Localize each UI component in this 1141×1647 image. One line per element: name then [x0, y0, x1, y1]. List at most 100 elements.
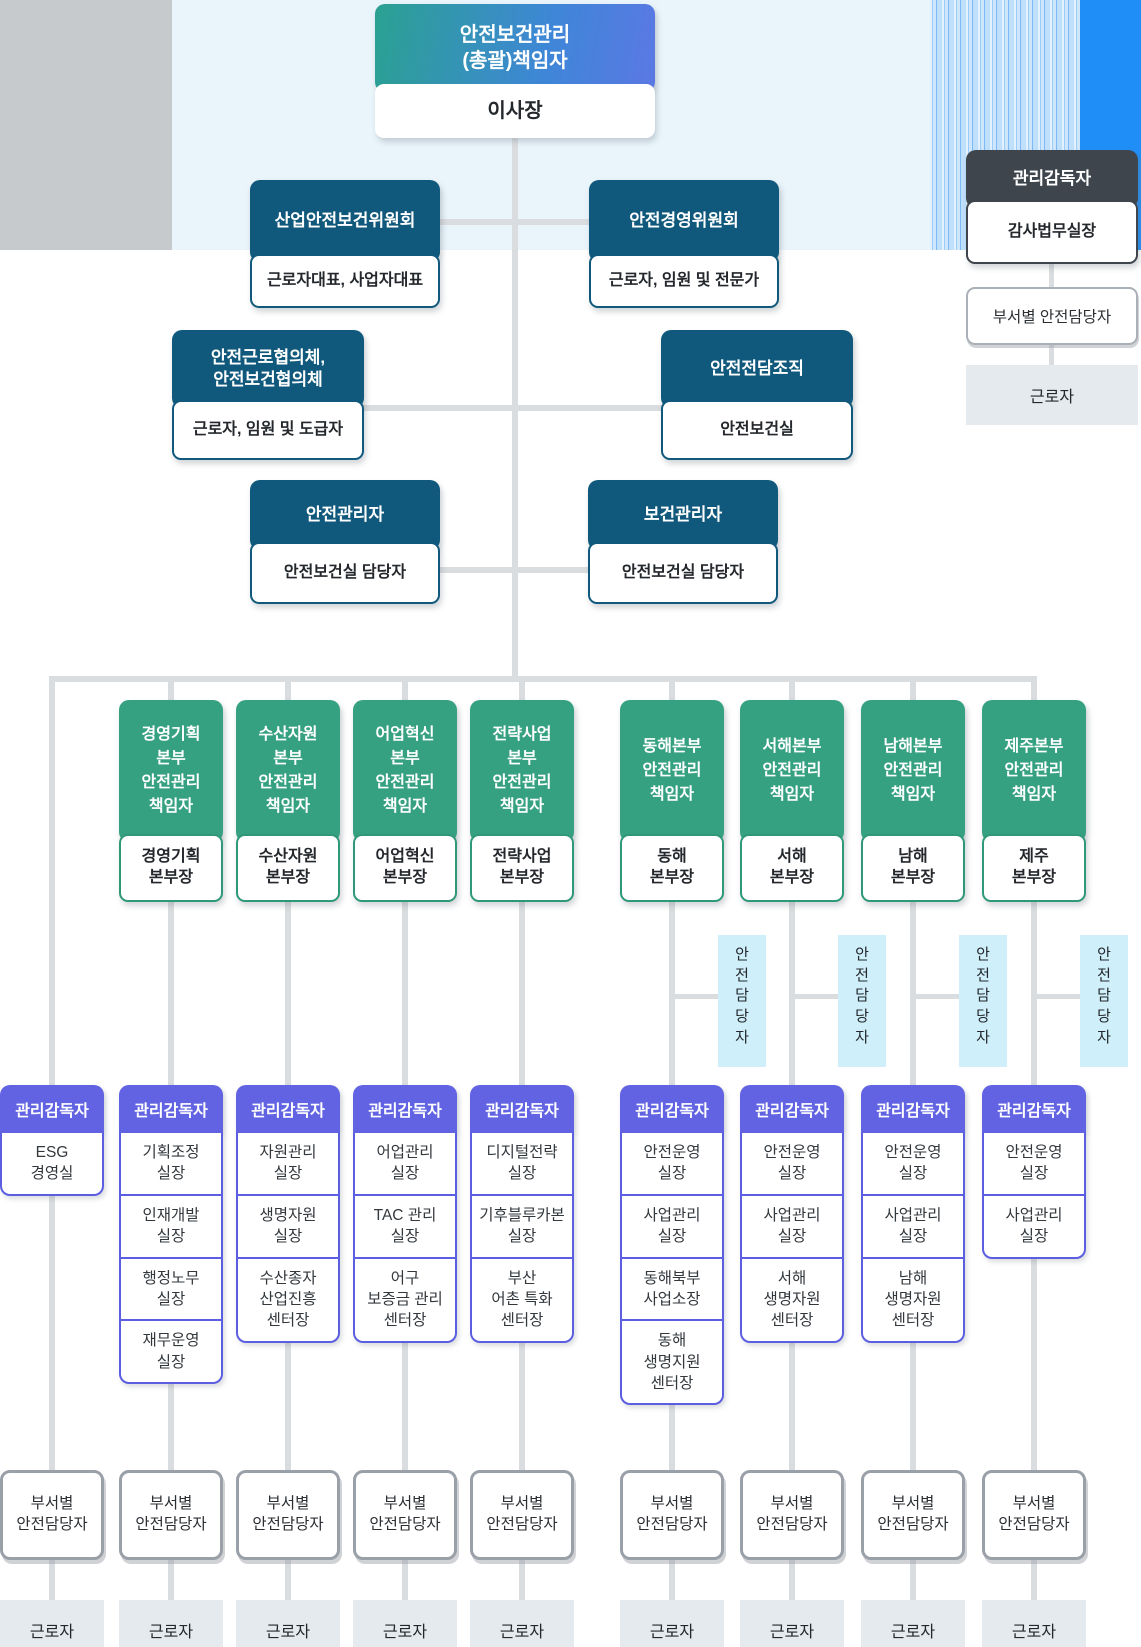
- supervisor-header: 관리감독자: [861, 1085, 965, 1133]
- supervisor-items: 자원관리 실장 생명자원 실장 수산종자 산업진흥 센터장: [236, 1133, 340, 1343]
- division-node: 전략사업 본부 안전관리 책임자 전략사업 본부장: [470, 700, 574, 902]
- division-header: 전략사업 본부 안전관리 책임자: [470, 700, 574, 842]
- worker-box: 근로자: [236, 1600, 340, 1647]
- dept-safety-box: 부서별 안전담당자: [0, 1470, 104, 1560]
- manager-node: 보건관리자 안전보건실 담당자: [588, 480, 778, 604]
- dept-safety-box: 부서별 안전담당자: [861, 1470, 965, 1560]
- supervisor-item: 재무운영 실장: [121, 1319, 221, 1382]
- division-header: 서해본부 안전관리 책임자: [740, 700, 844, 842]
- supervisor-item: 수산종자 산업진흥 센터장: [238, 1256, 338, 1341]
- supervisor-item: 안전운영 실장: [643, 1144, 701, 1183]
- division-node: 어업혁신 본부 안전관리 책임자 어업혁신 본부장: [353, 700, 457, 902]
- safety-officer-connector-line: [672, 994, 724, 999]
- supervisor-item: TAC 관리 실장: [355, 1193, 455, 1257]
- supervisor-items: 디지털전략 실장 기후블루카본 실장 부산 어촌 특화 센터장: [470, 1133, 574, 1343]
- committee-body: 근로자대표, 사업자대표: [250, 254, 440, 308]
- supervisor-item: 안전운영 실장: [1005, 1144, 1063, 1183]
- supervisor-item: ESG 경영실: [30, 1144, 74, 1183]
- supervisor-item: 사업관리 실장: [863, 1193, 963, 1257]
- supervisor-header: 관리감독자: [353, 1085, 457, 1133]
- supervisor-header: 관리감독자: [982, 1085, 1086, 1133]
- supervisor-items: 안전운영 실장 사업관리 실장: [982, 1133, 1086, 1259]
- column-management-planning: 경영기획 본부 안전관리 책임자 경영기획 본부장 관리감독자 기획조정 실장 …: [119, 0, 223, 1647]
- audit-branch: 관리감독자 감사법무실장 부서별 안전담당자 근로자: [966, 0, 1138, 430]
- supervisor-items: 안전운영 실장 사업관리 실장 서해 생명자원 센터장: [740, 1133, 844, 1343]
- column-esg: 관리감독자 ESG 경영실 부서별 안전담당자 근로자: [0, 0, 104, 1647]
- root-node: 안전보건관리 (총괄)책임자 이사장: [375, 4, 655, 138]
- audit-node: 관리감독자 감사법무실장: [966, 150, 1138, 264]
- council-body: 근로자, 임원 및 도급자: [172, 400, 364, 460]
- division-body: 경영기획 본부장: [119, 834, 223, 902]
- column-seohae: 서해본부 안전관리 책임자 서해 본부장 안 전 담 당 자 관리감독자 안전운…: [740, 0, 886, 1647]
- manager-node: 안전관리자 안전보건실 담당자: [250, 480, 440, 604]
- row2-connector-line: [345, 219, 684, 225]
- supervisor-header: 관리감독자: [470, 1085, 574, 1133]
- worker-box: 근로자: [119, 1600, 223, 1647]
- root-header: 안전보건관리 (총괄)책임자: [375, 4, 655, 92]
- division-body: 남해 본부장: [861, 834, 965, 902]
- supervisor-item: 사업관리 실장: [622, 1193, 722, 1257]
- column-fisheries-resources: 수산자원 본부 안전관리 책임자 수산자원 본부장 관리감독자 자원관리 실장 …: [236, 0, 340, 1647]
- council-node: 안전근로협의체, 안전보건협의체 근로자, 임원 및 도급자: [172, 330, 364, 460]
- division-node: 수산자원 본부 안전관리 책임자 수산자원 본부장: [236, 700, 340, 902]
- manager-body: 안전보건실 담당자: [588, 542, 778, 604]
- supervisor-header: 관리감독자: [119, 1085, 223, 1133]
- division-body: 전략사업 본부장: [470, 834, 574, 902]
- dept-safety-box: 부서별 안전담당자: [620, 1470, 724, 1560]
- audit-body: 감사법무실장: [966, 200, 1138, 264]
- supervisor-node: 관리감독자 디지털전략 실장 기후블루카본 실장 부산 어촌 특화 센터장: [470, 1085, 574, 1343]
- supervisor-item: 서해 생명자원 센터장: [742, 1256, 842, 1341]
- supervisor-item: 사업관리 실장: [742, 1193, 842, 1257]
- worker-box: 근로자: [353, 1600, 457, 1647]
- supervisor-item: 어구 보증금 관리 센터장: [355, 1256, 455, 1341]
- supervisor-items: 어업관리 실장 TAC 관리 실장 어구 보증금 관리 센터장: [353, 1133, 457, 1343]
- column-strategic-business: 전략사업 본부 안전관리 책임자 전략사업 본부장 관리감독자 디지털전략 실장…: [470, 0, 574, 1647]
- audit-worker-box: 근로자: [966, 365, 1138, 425]
- supervisor-item: 안전운영 실장: [763, 1144, 821, 1183]
- division-header: 어업혁신 본부 안전관리 책임자: [353, 700, 457, 842]
- supervisor-item: 자원관리 실장: [259, 1144, 317, 1183]
- council-body: 안전보건실: [661, 400, 853, 460]
- safety-officer-connector-line: [1034, 994, 1086, 999]
- column-jeju: 제주본부 안전관리 책임자 제주 본부장 안 전 담 당 자 관리감독자 안전운…: [982, 0, 1128, 1647]
- committee-header: 산업안전보건위원회: [250, 180, 440, 262]
- background-gray-block: [0, 0, 172, 250]
- row4-connector-line: [345, 567, 683, 573]
- column-donghae: 동해본부 안전관리 책임자 동해 본부장 안 전 담 당 자 관리감독자 안전운…: [620, 0, 766, 1647]
- worker-box: 근로자: [740, 1600, 844, 1647]
- dept-safety-box: 부서별 안전담당자: [982, 1470, 1086, 1560]
- manager-header: 안전관리자: [250, 480, 440, 550]
- audit-connector-line: [1049, 263, 1054, 289]
- column-namhae: 남해본부 안전관리 책임자 남해 본부장 안 전 담 당 자 관리감독자 안전운…: [861, 0, 1007, 1647]
- worker-box: 근로자: [470, 1600, 574, 1647]
- division-body: 동해 본부장: [620, 834, 724, 902]
- supervisor-item: 안전운영 실장: [884, 1144, 942, 1183]
- division-header: 동해본부 안전관리 책임자: [620, 700, 724, 842]
- manager-body: 안전보건실 담당자: [250, 542, 440, 604]
- dept-safety-box: 부서별 안전담당자: [740, 1470, 844, 1560]
- supervisor-item: 디지털전략 실장: [486, 1144, 558, 1183]
- supervisor-header: 관리감독자: [620, 1085, 724, 1133]
- root-body: 이사장: [375, 84, 655, 138]
- division-node: 제주본부 안전관리 책임자 제주 본부장: [982, 700, 1086, 902]
- audit-dept-box: 부서별 안전담당자: [966, 287, 1138, 345]
- audit-connector-line: [1049, 341, 1054, 367]
- row3-connector-line: [268, 405, 757, 411]
- committee-node: 안전경영위원회 근로자, 임원 및 전문가: [589, 180, 779, 308]
- division-body: 어업혁신 본부장: [353, 834, 457, 902]
- division-node: 남해본부 안전관리 책임자 남해 본부장: [861, 700, 965, 902]
- dept-safety-box: 부서별 안전담당자: [119, 1470, 223, 1560]
- division-node: 동해본부 안전관리 책임자 동해 본부장: [620, 700, 724, 902]
- supervisor-items: 기획조정 실장 인재개발 실장 행정노무 실장 재무운영 실장: [119, 1133, 223, 1384]
- committee-body: 근로자, 임원 및 전문가: [589, 254, 779, 308]
- division-header: 남해본부 안전관리 책임자: [861, 700, 965, 842]
- supervisor-item: 어업관리 실장: [376, 1144, 434, 1183]
- supervisor-items: ESG 경영실: [0, 1133, 104, 1196]
- supervisor-node: 관리감독자 안전운영 실장 사업관리 실장 서해 생명자원 센터장: [740, 1085, 844, 1343]
- supervisor-node: 관리감독자 자원관리 실장 생명자원 실장 수산종자 산업진흥 센터장: [236, 1085, 340, 1343]
- supervisor-node: 관리감독자 안전운영 실장 사업관리 실장 남해 생명자원 센터장: [861, 1085, 965, 1343]
- safety-officer-box: 안 전 담 당 자: [959, 935, 1007, 1067]
- supervisor-item: 남해 생명자원 센터장: [863, 1256, 963, 1341]
- safety-officer-connector-line: [913, 994, 965, 999]
